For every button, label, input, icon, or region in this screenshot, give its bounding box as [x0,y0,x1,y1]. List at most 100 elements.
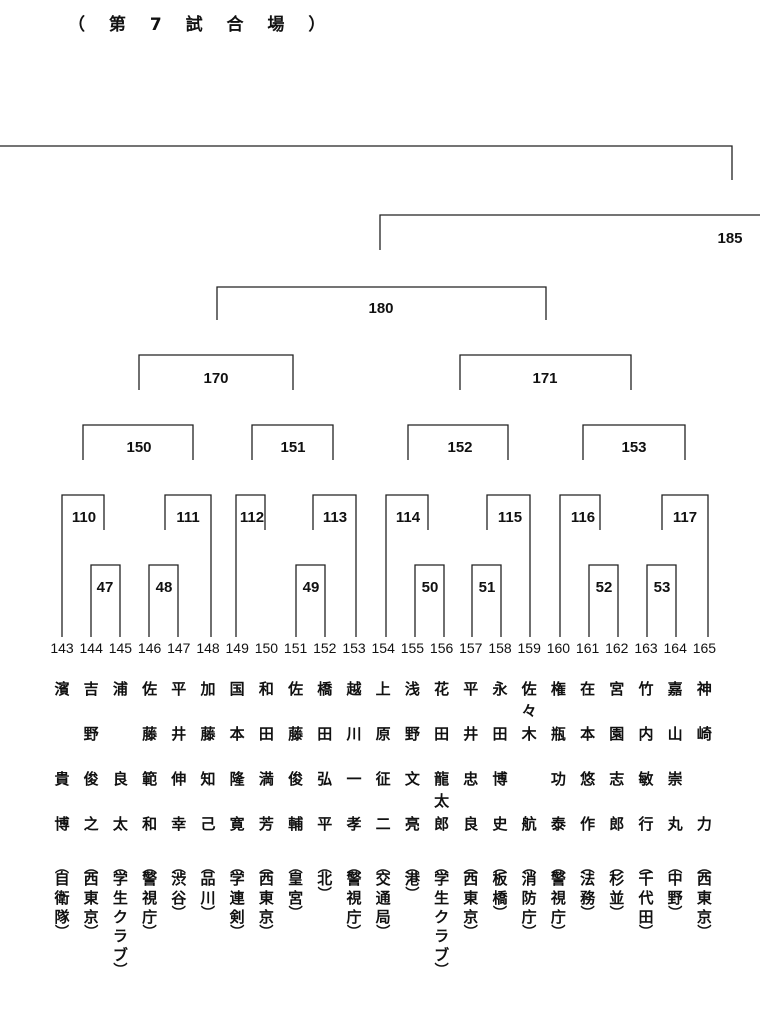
match-number: 117 [673,509,697,526]
bracket-line [251,424,334,460]
player-given-name: 俊輔 [288,770,304,833]
match-number: 110 [72,509,96,526]
player-given-name: 知己 [200,770,216,833]
player-given-name: 博史 [492,770,508,833]
bracket-line [661,494,709,637]
player-given-name: 力 [696,815,712,833]
player-column: 佐々木航︵消防庁︶ [516,680,542,941]
player-affiliation: ︵西東京︶ [258,860,274,941]
player-surname: 浅野 [404,680,420,743]
player-column: 浅野文亮︵港︶ [399,680,425,903]
player-given-name: 功泰 [550,770,566,833]
entry-number: 159 [518,640,542,656]
player-given-name: 貴博 [54,770,70,833]
player-column: 在本悠作︵法務︶ [575,680,601,922]
player-affiliation: ︵警視庁︶ [346,860,362,941]
player-affiliation: ︵港︶ [404,860,420,903]
player-surname: 権瓶 [550,680,566,743]
entry-number: 160 [547,640,571,656]
player-surname: 平井 [171,680,187,743]
entry-number: 161 [576,640,600,656]
match-number: 171 [532,370,557,387]
player-affiliation: ︵皇宮︶ [288,860,304,922]
match-number: 52 [596,579,613,596]
player-affiliation: ︵品川︶ [200,860,216,922]
player-surname: 国本 [229,680,245,743]
page-title: （ 第 7 試 合 場 ） [68,15,335,35]
bracket-line [61,494,105,637]
entry-number: 147 [167,640,191,656]
player-column: 権瓶功泰︵警視庁︶ [545,680,571,941]
player-surname: 竹内 [638,680,654,743]
entry-number: 148 [196,640,220,656]
player-surname: 吉野 [83,680,99,743]
match-number: 50 [422,579,439,596]
player-given-name: 一孝 [346,770,362,833]
player-given-name: 敏行 [638,770,654,833]
bracket-line [216,286,547,320]
player-affiliation: ︵学生クラブ︶ [434,860,450,979]
bracket-line [385,494,429,637]
player-column: 加藤知己︵品川︶ [195,682,221,922]
player-affiliation: ︵中野︶ [667,860,683,922]
player-column: 佐藤俊輔︵皇宮︶ [283,682,309,922]
entry-number: 156 [430,640,454,656]
match-number: 185 [717,230,742,247]
player-affiliation: ︵学連剣︶ [229,860,245,941]
match-number: 150 [126,439,151,456]
match-number: 151 [280,439,305,456]
player-surname: 佐々木 [521,680,537,743]
player-surname: 浦 [112,680,128,698]
player-affiliation: ︵自衛隊︶ [54,860,70,941]
match-number: 111 [176,509,199,526]
player-surname: 平井 [463,680,479,743]
match-number: 152 [447,439,472,456]
player-affiliation: ︵学生クラブ︶ [112,860,128,979]
bracket-line [90,564,121,637]
player-given-name: 忠良 [463,770,479,833]
entry-number: 143 [50,640,74,656]
entry-number: 150 [255,640,279,656]
player-affiliation: ︵板橋︶ [492,860,508,922]
player-affiliation: ︵西東京︶ [83,860,99,941]
entry-number: 165 [693,640,717,656]
match-number: 153 [621,439,646,456]
entry-number: 151 [284,640,308,656]
player-given-name: 伸幸 [171,770,187,833]
entry-number: 163 [634,640,658,656]
player-affiliation: ︵千代田︶ [638,860,654,941]
player-given-name: 志郎 [609,770,625,833]
match-number: 170 [203,370,228,387]
player-column: 神崎力︵西東京︶ [691,682,717,941]
player-surname: 越川 [346,680,362,743]
entry-number: 155 [401,640,425,656]
bracket-line [138,354,294,390]
bracket-line [407,424,509,460]
player-surname: 永田 [492,680,508,743]
player-column: 永田博史 ︵板橋︶ [487,680,513,922]
player-column: 竹内敏行 ︵千代田︶ [633,680,659,941]
player-affiliation: ︵法務︶ [580,860,596,922]
player-column: 上原征二︵交通局︶ [370,682,396,941]
player-affiliation: ︵渋谷︶ [171,860,187,922]
player-column: 平井伸幸 ︵渋谷︶ [166,680,192,922]
player-surname: 在本 [580,680,596,743]
entry-number: 153 [342,640,366,656]
player-affiliation: ︵西東京︶ [463,860,479,941]
player-given-name: 崇丸 [667,770,683,833]
bracket-line [588,564,619,637]
player-column: 宮園志郎︵杉並︶ [604,682,630,922]
player-affiliation: ︵警視庁︶ [142,860,158,941]
entry-number: 149 [226,640,250,656]
player-affiliation: ︵北︶ [317,860,333,903]
match-number: 114 [396,509,421,526]
match-number: 116 [571,509,595,526]
match-number: 53 [654,579,671,596]
bracket-line [82,424,194,460]
match-number: 112 [240,509,264,526]
player-given-name: 航 [521,815,537,833]
player-column: 平井忠良 ︵西東京︶ [458,680,484,941]
player-column: 濱貴博︵自衛隊︶ [49,682,75,941]
entry-number: 162 [605,640,629,656]
bracket-line [559,494,601,637]
